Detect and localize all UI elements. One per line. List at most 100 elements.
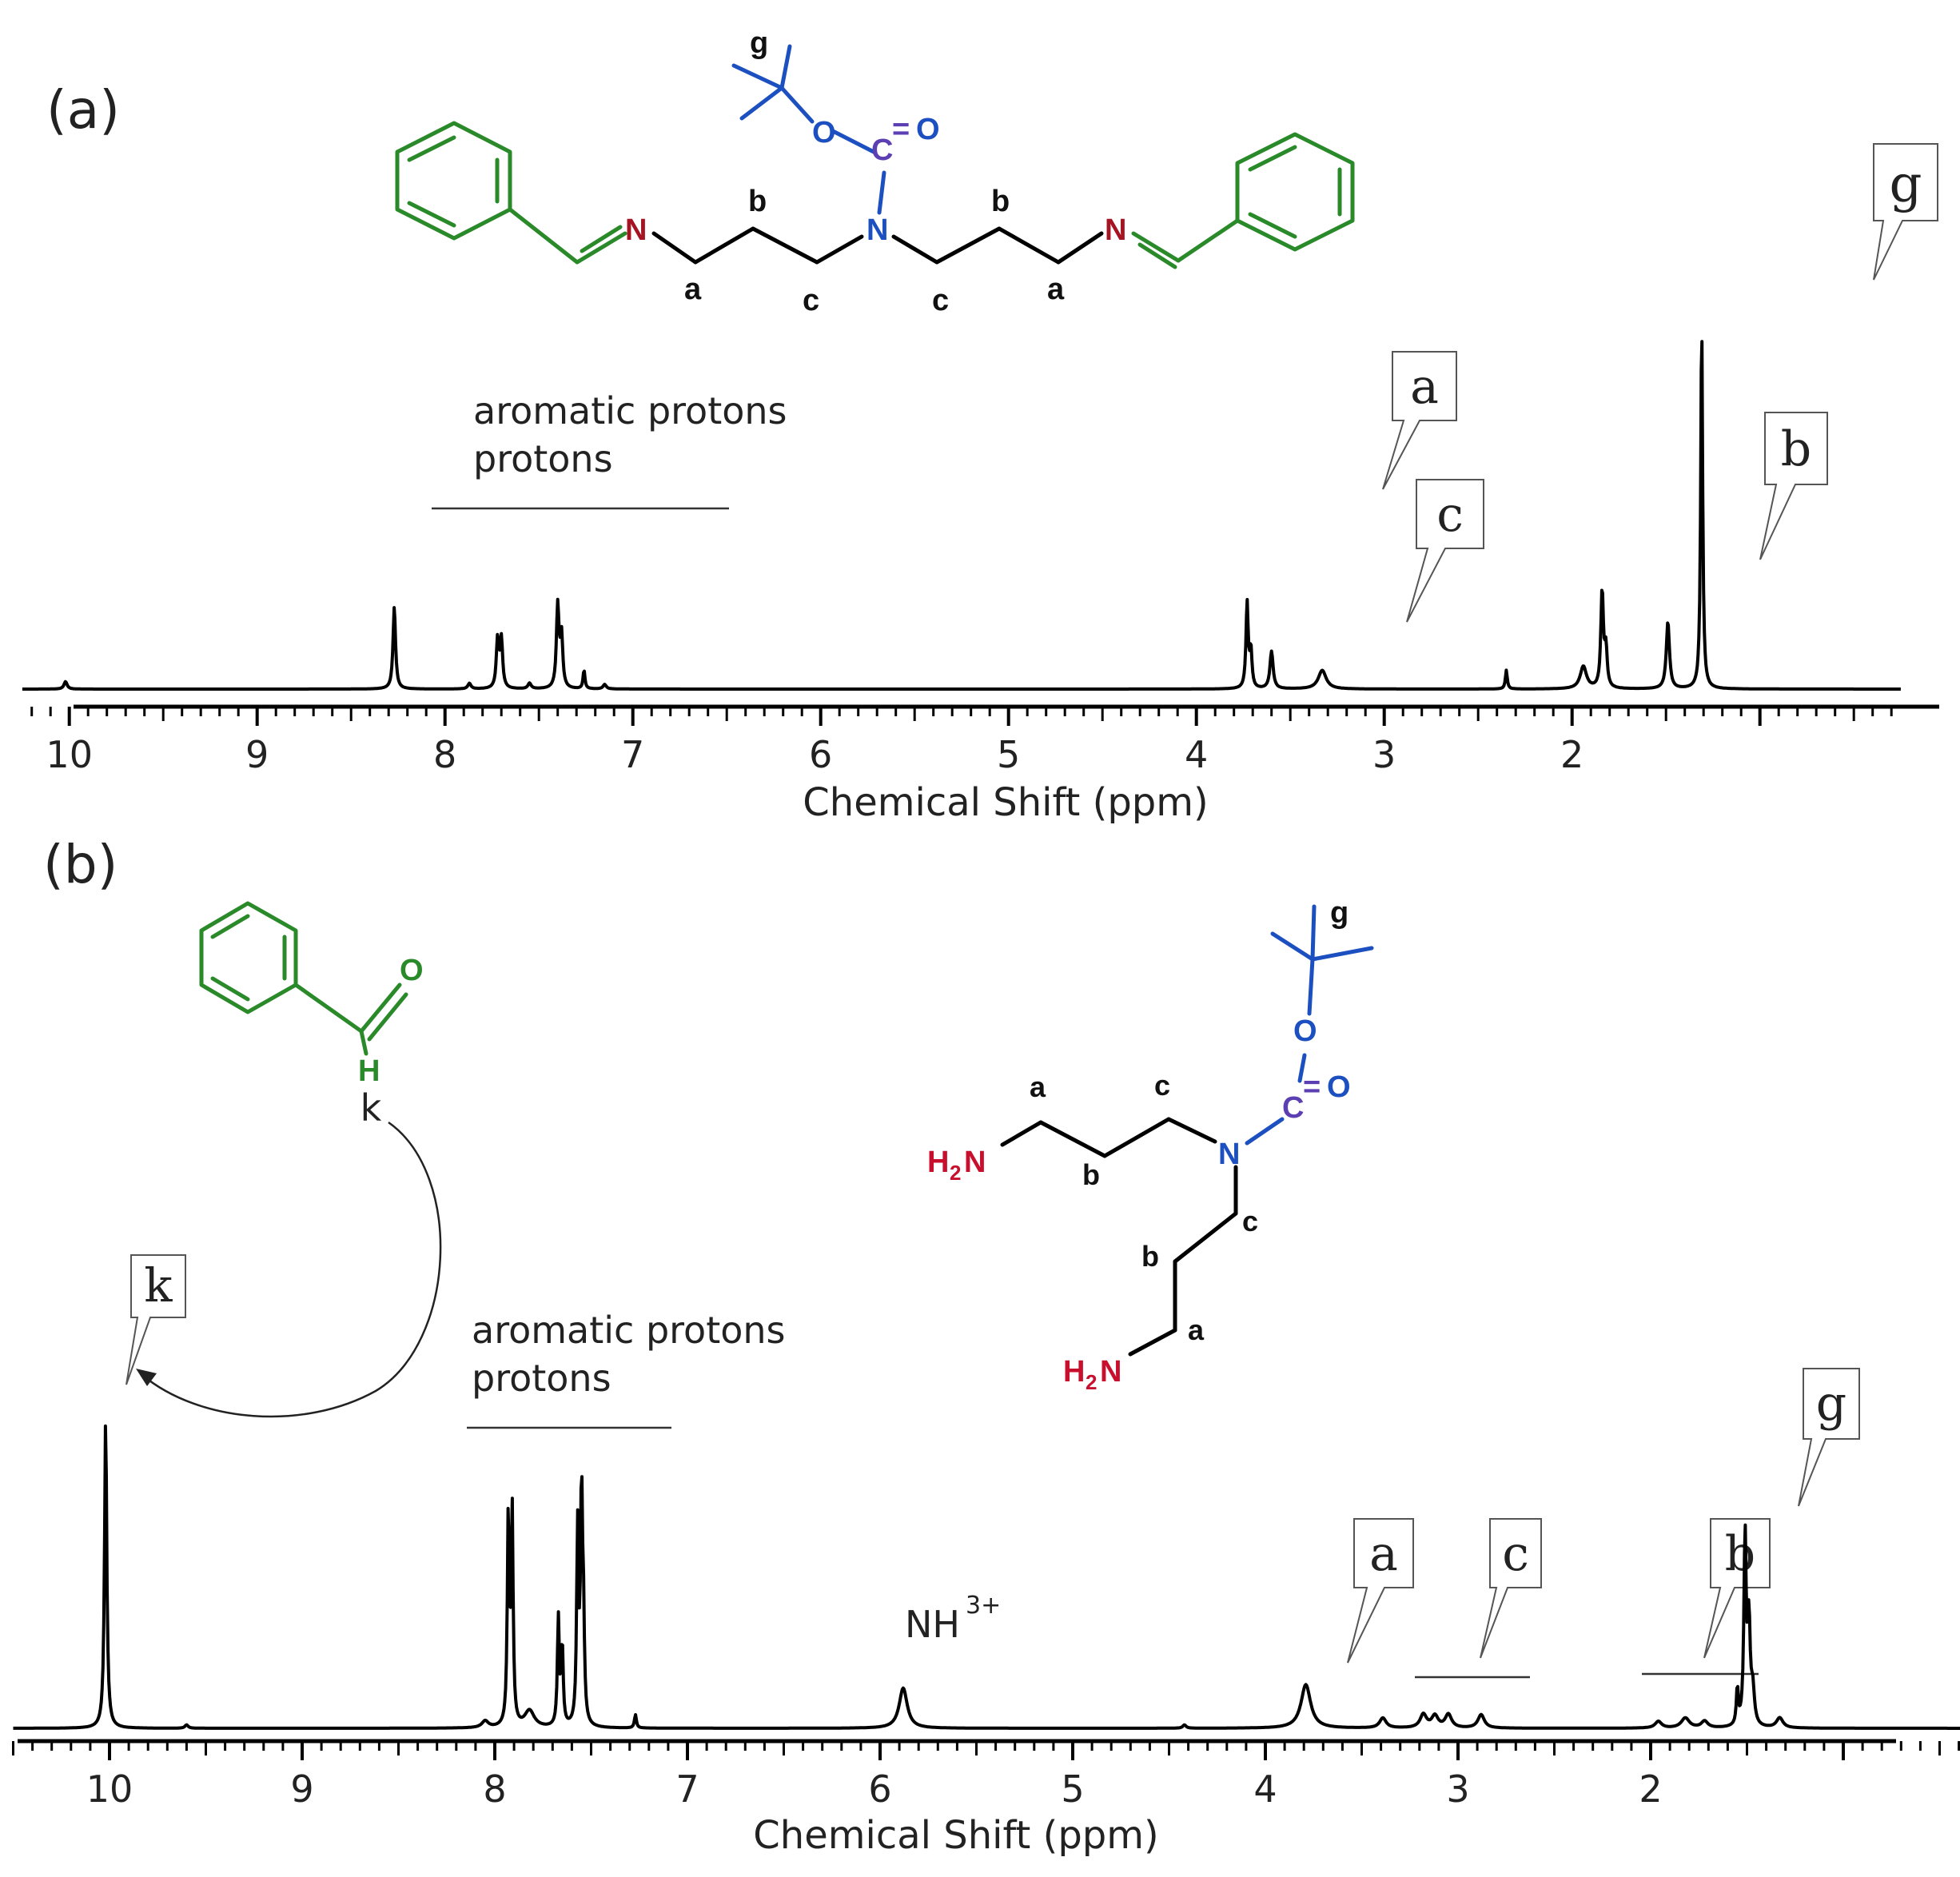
svg-text:g: g <box>1816 1376 1846 1432</box>
atom-N-center: N <box>866 213 888 247</box>
structure-b <box>1000 904 1374 1357</box>
svg-text:H: H <box>927 1146 949 1179</box>
tick-label: 2 <box>1560 733 1584 776</box>
label-a-side: a <box>1188 1313 1205 1346</box>
label-g-structure-b: g <box>1330 896 1348 930</box>
label-c-top: c <box>1154 1069 1170 1102</box>
x-ticks-a: 10 9 8 7 6 5 4 3 2 <box>30 707 1893 776</box>
tick-label: 10 <box>46 733 93 776</box>
tick-label: 9 <box>290 1767 313 1811</box>
svg-text:c: c <box>1502 1526 1529 1582</box>
svg-text:2: 2 <box>1086 1370 1097 1394</box>
aromatic-label-a-line2: protons <box>473 437 613 480</box>
svg-text:N: N <box>964 1146 986 1179</box>
tick-label: 9 <box>245 733 269 776</box>
double-bond: = <box>892 113 910 146</box>
atom-O-carbonyl-b: O <box>1327 1070 1351 1104</box>
label-g-structure: g <box>750 26 768 60</box>
atom-N-left: N <box>625 213 647 247</box>
svg-text:k: k <box>144 1258 173 1313</box>
label-a-top: a <box>1030 1070 1046 1103</box>
svg-text:g: g <box>1890 155 1922 214</box>
tick-label: 8 <box>433 733 456 776</box>
label-b-right: b <box>991 185 1010 218</box>
svg-text:H: H <box>1063 1355 1085 1389</box>
benzene-left-a <box>395 121 627 265</box>
svg-text:a: a <box>1369 1526 1398 1582</box>
tick-label: 6 <box>868 1767 891 1811</box>
tick-label: 5 <box>1061 1767 1084 1811</box>
double-bond-b: = <box>1303 1070 1321 1104</box>
svg-text:NH: NH <box>905 1603 960 1646</box>
arrow-k <box>136 1121 442 1418</box>
aldehyde-O: O <box>400 954 424 987</box>
atom-N-b: N <box>1218 1138 1240 1171</box>
callout-b-b: b <box>1703 1518 1771 1659</box>
tick-label: 10 <box>86 1767 133 1811</box>
svg-text:b: b <box>1781 421 1811 477</box>
tick-label: 4 <box>1185 733 1208 776</box>
tick-label: 3 <box>1372 733 1396 776</box>
svg-text:b: b <box>1725 1526 1755 1582</box>
tick-label: 2 <box>1639 1767 1662 1811</box>
panel-label-a: (a) <box>46 79 120 141</box>
x-axis-label-a: Chemical Shift (ppm) <box>803 780 1208 825</box>
structure-a-text: g O C = O N N N a b c c b a <box>625 26 1126 317</box>
boc-a <box>731 44 886 215</box>
atom-O-b: O <box>1293 1014 1317 1048</box>
callout-b-a: a <box>1347 1518 1414 1664</box>
chain-b <box>1000 1117 1238 1357</box>
nh3-label: NH 3+ <box>905 1592 1001 1646</box>
tick-label: 7 <box>675 1767 699 1811</box>
benzene-right-a <box>1131 132 1355 269</box>
tick-label: 5 <box>997 733 1020 776</box>
callout-a-g: g <box>1873 143 1938 281</box>
callout-b-k: k <box>125 1254 186 1385</box>
atom-C: C <box>871 134 893 167</box>
callout-b-c: c <box>1480 1518 1542 1659</box>
structure-a <box>395 44 1355 269</box>
aromatic-label-b: aromatic protons <box>472 1309 786 1352</box>
aromatic-label-a: aromatic protons <box>473 389 787 432</box>
tick-label: 8 <box>483 1767 506 1811</box>
label-a-right: a <box>1047 273 1065 306</box>
atom-O-carbonyl: O <box>916 113 940 146</box>
callout-a-b: b <box>1759 412 1828 560</box>
label-c-right: c <box>932 284 949 317</box>
callout-a-a: a <box>1382 351 1457 490</box>
atom-O: O <box>812 116 836 149</box>
label-k-structure: k <box>361 1086 382 1130</box>
label-c-left: c <box>803 284 819 317</box>
atom-N-right: N <box>1105 213 1126 247</box>
tick-label: 7 <box>621 733 644 776</box>
aldehyde-H: H <box>358 1054 380 1088</box>
amine-top: H 2 N <box>927 1146 986 1185</box>
svg-text:a: a <box>1410 359 1439 415</box>
structure-b-text: H 2 N H 2 N N O C = O g a c b c b a <box>927 896 1351 1394</box>
svg-text:3+: 3+ <box>966 1592 1001 1620</box>
label-a-left: a <box>684 273 702 306</box>
callout-a-c: c <box>1406 479 1484 623</box>
callout-b-g: g <box>1798 1368 1860 1507</box>
svg-text:c: c <box>1436 487 1464 543</box>
chain-left-a <box>651 226 1104 265</box>
tick-label: 6 <box>809 733 832 776</box>
amine-bottom: H 2 N <box>1063 1355 1121 1394</box>
panel-label-b: (b) <box>43 834 118 895</box>
spectrum-b-trace <box>12 1424 1960 1730</box>
aromatic-label-b-line2: protons <box>472 1357 612 1400</box>
spectrum-a: 10 9 8 7 6 5 4 3 2 Chemical Shift (ppm) <box>21 340 1939 825</box>
label-b-top: b <box>1082 1158 1100 1191</box>
spectrum-a-trace <box>21 340 1902 691</box>
label-c-side: c <box>1242 1205 1258 1237</box>
boc-b <box>1245 904 1374 1146</box>
svg-text:N: N <box>1100 1355 1121 1389</box>
benzaldehyde <box>199 901 408 1056</box>
svg-text:2: 2 <box>950 1161 961 1185</box>
tick-label: 3 <box>1446 1767 1469 1811</box>
label-b-left: b <box>748 185 767 218</box>
x-axis-label-b: Chemical Shift (ppm) <box>753 1813 1158 1858</box>
